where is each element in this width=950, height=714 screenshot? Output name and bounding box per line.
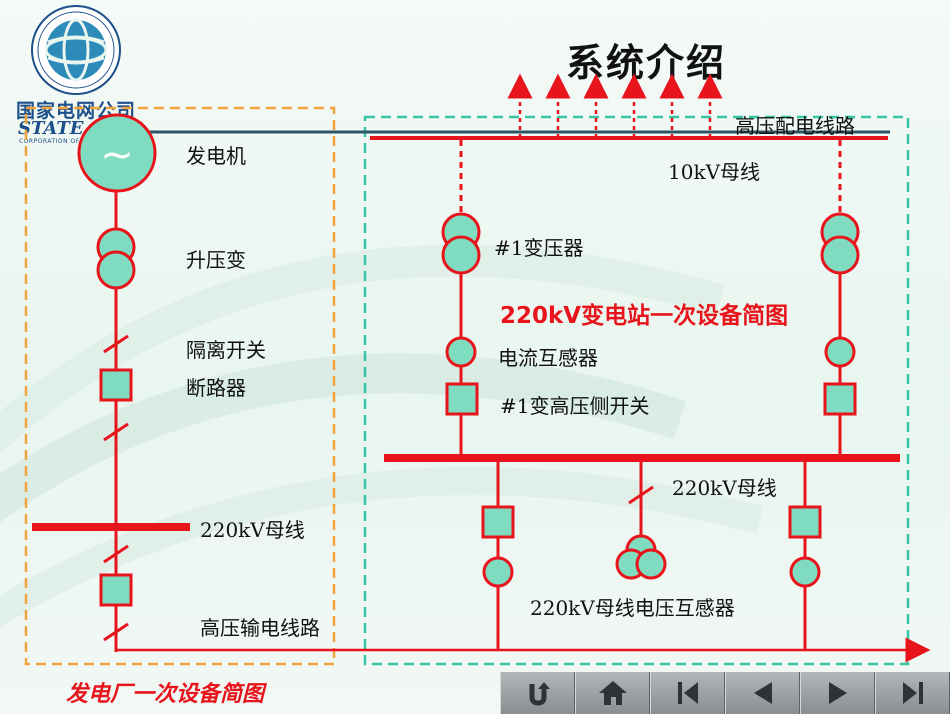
label-hv-distribution-line: 高压配电线路 [735, 114, 855, 138]
bus-vt-circle-right [635, 548, 667, 580]
label-current-transformer: 电流互感器 [498, 346, 598, 370]
label-right-bus-220kv: 220kV母线 [672, 476, 777, 500]
disconnector-symbol-1 [103, 334, 129, 354]
right-frame [363, 115, 910, 666]
disconnector-symbol-4 [103, 622, 129, 642]
last-page-button[interactable] [875, 672, 950, 714]
label-hv-transmission-line: 高压输电线路 [200, 616, 320, 640]
transformer-1-lower [441, 235, 481, 275]
label-step-up-transformer: 升压变 [186, 248, 246, 272]
label-left-bus-220kv: 220kV母线 [200, 518, 305, 542]
label-transformer-1: #1变压器 [494, 236, 584, 260]
home-icon [598, 681, 627, 705]
pt-disconnector-symbol [628, 485, 654, 505]
last-page-icon [902, 682, 923, 704]
home-button[interactable] [575, 672, 650, 714]
right-bay-ct [789, 556, 821, 588]
left-frame [24, 106, 336, 666]
disconnector-symbol-2 [103, 422, 129, 442]
return-button[interactable] [500, 672, 575, 714]
state-grid-seal-logo [31, 5, 121, 95]
current-transformer-2 [824, 336, 856, 368]
distribution-feeder-arrows [507, 73, 723, 138]
label-breaker: 断路器 [186, 376, 246, 400]
label-generator: 发电机 [186, 144, 246, 168]
current-transformer-1 [445, 336, 477, 368]
return-icon [529, 682, 550, 706]
breaker-symbol-1 [99, 368, 133, 402]
previous-button[interactable] [725, 672, 800, 714]
right-bay-breaker [788, 505, 822, 539]
transformer-2-lower [820, 235, 860, 275]
slide-navigation-bar [500, 672, 950, 714]
previous-icon [753, 682, 772, 704]
transformer-2-hv-switch [823, 382, 857, 416]
first-page-icon [677, 682, 698, 704]
left-diagram-caption: 发电厂一次设备简图 [66, 682, 265, 707]
next-button[interactable] [800, 672, 875, 714]
left-bay-ct [482, 556, 514, 588]
left-bay-breaker [481, 505, 515, 539]
next-icon [828, 682, 847, 704]
logo-name-en-sub: CORPORATION OF CHINA [19, 138, 104, 145]
generator-sine-text: ~ [100, 132, 134, 178]
label-bus-voltage-transformer: 220kV母线电压互感器 [530, 596, 735, 620]
transformer-1-hv-switch [445, 382, 479, 416]
label-bus-10kv: 10kV母线 [668, 160, 761, 184]
label-transformer-1-hv-switch: #1变高压侧开关 [500, 394, 650, 418]
label-disconnector: 隔离开关 [186, 338, 266, 362]
generator-symbol [77, 113, 157, 193]
disconnector-symbol-3 [103, 544, 129, 564]
first-page-button[interactable] [650, 672, 725, 714]
right-diagram-caption: 220kV变电站一次设备简图 [500, 303, 789, 329]
breaker-symbol-2 [99, 573, 133, 607]
step-up-transformer-lower [96, 250, 136, 290]
